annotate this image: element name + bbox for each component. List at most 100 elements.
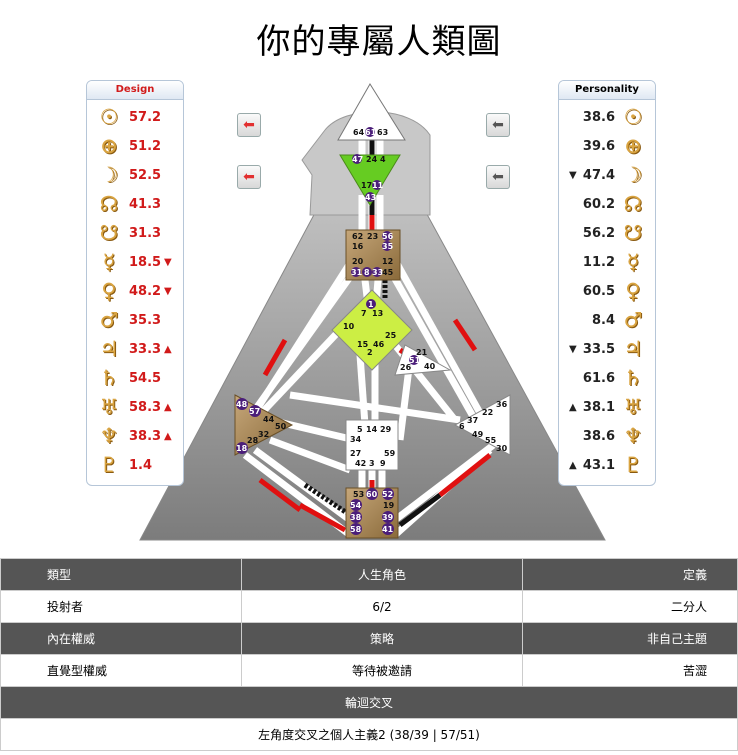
fixing-mark-icon: ▲ (569, 402, 577, 413)
sacral-center (345, 419, 399, 471)
personality-row: ☉38.6 (559, 103, 655, 132)
design-row: ☿18.5▼ (87, 248, 183, 277)
gate-43: 43 (365, 193, 376, 202)
authority-label: 內在權威 (0, 622, 242, 655)
gate-45: 45 (382, 268, 394, 277)
sun-icon: ☉ (99, 105, 119, 129)
personality-gate-value: 43.1 (582, 458, 615, 473)
personality-row: ☊60.2 (559, 190, 655, 219)
type-label: 類型 (0, 558, 242, 591)
gate-52: 52 (382, 490, 393, 499)
authority-value: 直覺型權威 (0, 654, 242, 687)
personality-next-arrow-button[interactable]: ⬅ (486, 165, 510, 189)
venus-icon: ♀ (625, 279, 641, 303)
venus-icon: ♀ (101, 279, 117, 303)
gate-62: 62 (352, 232, 363, 241)
gate-57: 57 (249, 407, 260, 416)
gate-9: 9 (380, 459, 386, 468)
design-next-arrow-button[interactable]: ⬅ (237, 165, 261, 189)
design-gate-value: 52.5 (129, 168, 162, 183)
gate-41: 41 (382, 525, 394, 534)
left-arrow-icon: ⬅ (243, 117, 255, 133)
gate-25: 25 (385, 331, 397, 340)
gate-4: 4 (380, 155, 386, 164)
gate-51: 51 (409, 356, 421, 365)
pluto-icon: ♇ (99, 453, 119, 477)
gate-32: 32 (258, 430, 269, 439)
personality-gate-value: 38.6 (582, 429, 615, 444)
design-gate-value: 57.2 (129, 110, 162, 125)
design-gate-value: 18.5 (129, 255, 162, 270)
design-gate-value: 38.3 (129, 429, 162, 444)
left-arrow-icon: ⬅ (492, 117, 504, 133)
gate-46: 46 (373, 340, 385, 349)
left-arrow-icon: ⬅ (492, 169, 504, 185)
personality-gate-value: 60.5 (582, 284, 615, 299)
gate-59: 59 (384, 449, 396, 458)
ajna-center (339, 154, 401, 206)
g-center (331, 289, 413, 371)
design-header: Design (87, 81, 183, 100)
bodygraph: 64 61 63 47 24 4 17 11 43 62 23 56 16 35… (139, 83, 606, 541)
fixing-mark-icon: ▲ (569, 460, 577, 471)
personality-row: ♀ 60.5 (559, 277, 655, 306)
gate-3: 3 (369, 459, 375, 468)
personality-gate-value: 33.5 (582, 342, 615, 357)
design-row: ☋31.3 (87, 219, 183, 248)
fixing-mark-icon: ▼ (569, 170, 577, 181)
personality-row: ♇43.1▲ (559, 451, 655, 480)
personality-gate-value: 8.4 (591, 313, 615, 328)
gate-53: 53 (353, 490, 364, 499)
profile-label: 人生角色 (241, 558, 523, 591)
design-gate-value: 33.3 (129, 342, 162, 357)
table-row: 投射者 6/2 二分人 (0, 590, 738, 623)
design-prev-arrow-button[interactable]: ⬅ (237, 113, 261, 137)
table-header-row: 輪迴交叉 (0, 686, 738, 719)
gate-16: 16 (352, 242, 364, 251)
left-arrow-icon: ⬅ (243, 169, 255, 185)
gate-33: 33 (372, 268, 383, 277)
gate-20: 20 (352, 257, 364, 266)
moon-icon: ☽ (99, 163, 119, 187)
south-node-icon: ☋ (623, 221, 643, 245)
north-node-icon: ☊ (99, 192, 119, 216)
incarnation-cross-label: 輪迴交叉 (0, 686, 738, 719)
gate-19: 19 (383, 501, 395, 510)
table-row: 左角度交叉之個人主義2 (38/39 | 57/51) (0, 718, 738, 751)
gate-38: 38 (350, 513, 362, 522)
design-gate-value: 48.2 (129, 284, 162, 299)
gate-36: 36 (496, 400, 508, 409)
gate-14: 14 (366, 425, 378, 434)
moon-icon: ☽ (623, 163, 643, 187)
personality-prev-arrow-button[interactable]: ⬅ (486, 113, 510, 137)
gate-5: 5 (357, 425, 363, 434)
gate-22: 22 (482, 408, 493, 417)
gate-64: 64 (353, 128, 365, 137)
gate-10: 10 (343, 322, 355, 331)
personality-panel: Personality ☉38.6⊕39.6☽47.4▼☊60.2☋56.2☿1… (558, 80, 656, 486)
definition-value: 二分人 (522, 590, 738, 623)
gate-47: 47 (352, 155, 363, 164)
gate-60: 60 (366, 490, 378, 499)
personality-row: ♂8.4 (559, 306, 655, 335)
personality-row: ♅38.1▲ (559, 393, 655, 422)
fixing-mark-icon: ▲ (164, 344, 172, 355)
personality-header: Personality (559, 81, 655, 100)
gate-2: 2 (367, 348, 373, 357)
gate-13: 13 (372, 309, 383, 318)
fixing-mark-icon: ▲ (164, 431, 172, 442)
design-row: ♀ 48.2▼ (87, 277, 183, 306)
gate-37: 37 (467, 416, 478, 425)
gate-15: 15 (357, 340, 369, 349)
gate-24: 24 (366, 155, 378, 164)
gate-12: 12 (382, 257, 393, 266)
uranus-icon: ♅ (623, 395, 643, 419)
table-row: 直覺型權威 等待被邀請 苦澀 (0, 654, 738, 687)
personality-row: ⊕39.6 (559, 132, 655, 161)
design-gate-value: 31.3 (129, 226, 162, 241)
fixing-mark-icon: ▼ (569, 344, 577, 355)
fixing-mark-icon: ▼ (164, 286, 172, 297)
profile-table: 類型 人生角色 定義 投射者 6/2 二分人 內在權威 策略 非自己主題 直覺型… (0, 558, 738, 751)
gate-28: 28 (247, 436, 259, 445)
gate-18: 18 (236, 444, 248, 453)
